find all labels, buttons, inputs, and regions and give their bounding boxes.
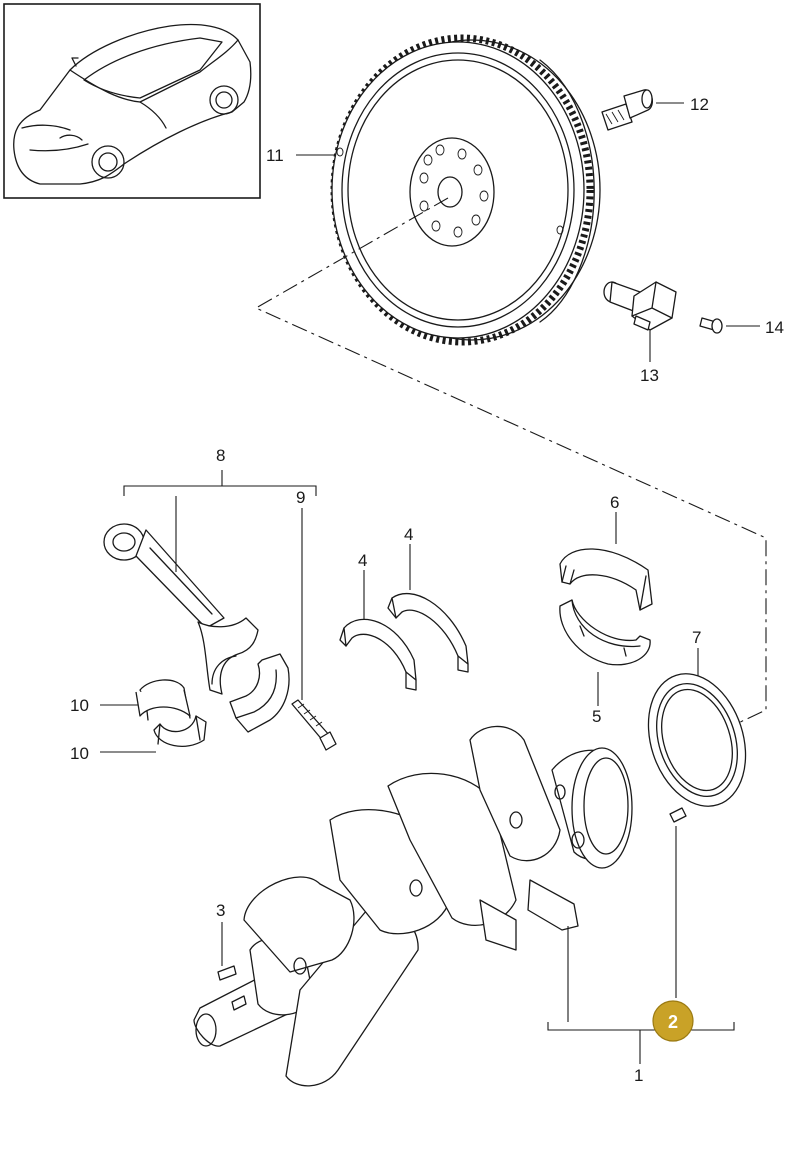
label-7: 7 <box>692 628 701 647</box>
car-thumbnail <box>3 3 261 199</box>
speed-sensor <box>603 281 677 331</box>
label-4-right: 4 <box>404 525 413 544</box>
flywheel-bolt-holes <box>336 144 564 238</box>
label-12: 12 <box>690 95 709 114</box>
leader-lines <box>100 102 760 1064</box>
label-14: 14 <box>765 318 784 337</box>
crankshaft-seal <box>647 673 747 807</box>
dowel-pin <box>669 807 687 823</box>
label-13: 13 <box>640 366 659 385</box>
label-10-upper: 10 <box>70 696 89 715</box>
flywheel <box>330 34 601 346</box>
main-bearing-lower <box>559 599 651 666</box>
rod-cap <box>229 653 290 733</box>
assembly-lines <box>254 197 767 725</box>
crankshaft <box>193 725 633 1087</box>
highlight-badge-2[interactable]: 2 <box>652 1000 694 1042</box>
rod-bolt <box>291 699 337 751</box>
woodruff-key <box>217 965 237 981</box>
label-1: 1 <box>634 1066 643 1085</box>
sensor-screw <box>699 317 723 334</box>
label-10-lower: 10 <box>70 744 89 763</box>
part-labels: 11 12 13 14 8 9 10 10 4 4 6 5 7 3 1 <box>70 95 784 1085</box>
label-3: 3 <box>216 901 225 920</box>
label-5: 5 <box>592 707 601 726</box>
thrust-washer-left <box>339 618 417 691</box>
flywheel-bolt <box>601 89 654 131</box>
label-2: 2 <box>668 1012 678 1032</box>
rod-bearing-upper <box>135 679 191 721</box>
car-thumbnail-icon <box>13 23 252 185</box>
rod-bearing-lower <box>153 715 207 747</box>
label-4-left: 4 <box>358 551 367 570</box>
label-9: 9 <box>296 488 305 507</box>
connecting-rod <box>103 523 259 695</box>
label-6: 6 <box>610 493 619 512</box>
label-11: 11 <box>266 146 284 165</box>
thrust-washer-right <box>387 593 469 673</box>
main-bearing-upper <box>559 548 653 611</box>
label-8: 8 <box>216 446 225 465</box>
